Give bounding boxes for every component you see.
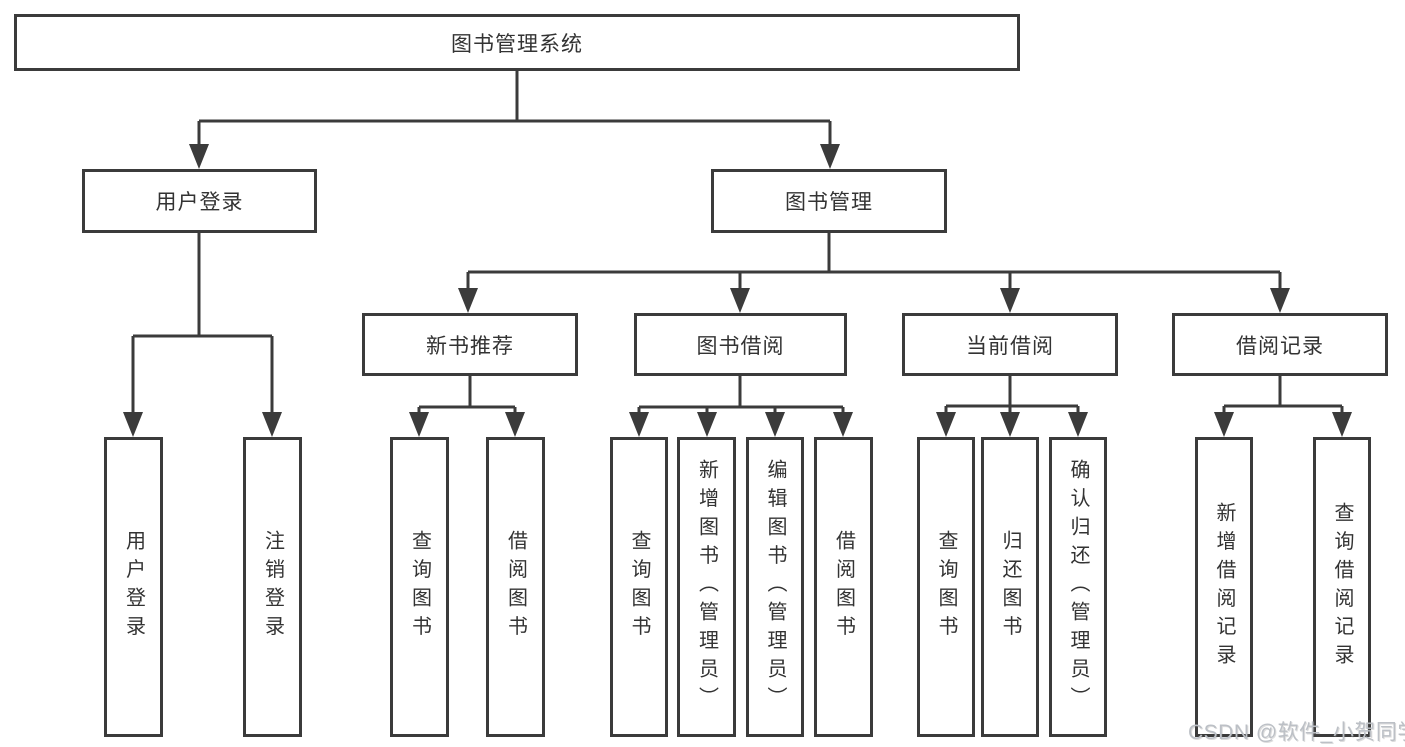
- leaf-label: 借阅图书: [832, 530, 855, 644]
- watermark: CSDN @软件_小贺同学: [1188, 721, 1405, 744]
- node-label: 借阅记录: [1236, 334, 1324, 358]
- leaf-query-books-borrow: 查询图书: [610, 437, 668, 737]
- node-book-management: 图书管理: [711, 169, 947, 233]
- leaf-query-books-current: 查询图书: [917, 437, 975, 737]
- leaf-label: 借阅图书: [504, 530, 527, 644]
- node-new-book-recommend: 新书推荐: [362, 313, 578, 376]
- leaf-return-books: 归还图书: [981, 437, 1039, 737]
- node-label: 用户登录: [155, 191, 244, 214]
- leaf-label: 确认归还（管理员）: [1067, 459, 1089, 715]
- leaf-query-books-recommend: 查询图书: [390, 437, 449, 737]
- leaf-user-login: 用户登录: [104, 437, 163, 737]
- leaf-label: 归还图书: [999, 530, 1021, 644]
- leaf-edit-books-admin: 编辑图书（管理员）: [746, 437, 804, 737]
- leaf-label: 查询图书: [408, 530, 431, 644]
- leaf-query-borrow-record: 查询借阅记录: [1313, 437, 1371, 737]
- leaf-add-borrow-record: 新增借阅记录: [1195, 437, 1253, 737]
- leaf-logout: 注销登录: [243, 437, 302, 737]
- leaf-label: 查询图书: [935, 530, 957, 644]
- leaf-borrow-books: 借阅图书: [814, 437, 873, 737]
- leaf-label: 新增图书（管理员）: [695, 459, 718, 715]
- leaf-label: 查询图书: [628, 530, 650, 644]
- node-user-login: 用户登录: [82, 169, 317, 233]
- node-label: 当前借阅: [966, 334, 1054, 358]
- node-borrow-records: 借阅记录: [1172, 313, 1388, 376]
- leaf-borrow-books-recommend: 借阅图书: [486, 437, 545, 737]
- leaf-label: 用户登录: [122, 530, 145, 644]
- leaf-label: 查询借阅记录: [1331, 501, 1353, 673]
- leaf-label: 新增借阅记录: [1213, 501, 1235, 673]
- node-current-borrow: 当前借阅: [902, 313, 1118, 376]
- node-label: 新书推荐: [426, 334, 514, 358]
- leaf-confirm-return-admin: 确认归还（管理员）: [1049, 437, 1107, 737]
- leaf-label: 编辑图书（管理员）: [764, 459, 786, 715]
- node-label: 图书借阅: [696, 334, 785, 358]
- node-label: 图书管理系统: [451, 32, 583, 56]
- node-label: 图书管理: [785, 191, 873, 214]
- leaf-label: 注销登录: [261, 530, 284, 644]
- node-book-borrow: 图书借阅: [634, 313, 847, 376]
- leaf-add-books-admin: 新增图书（管理员）: [677, 437, 736, 737]
- node-book-management-system: 图书管理系统: [14, 14, 1020, 71]
